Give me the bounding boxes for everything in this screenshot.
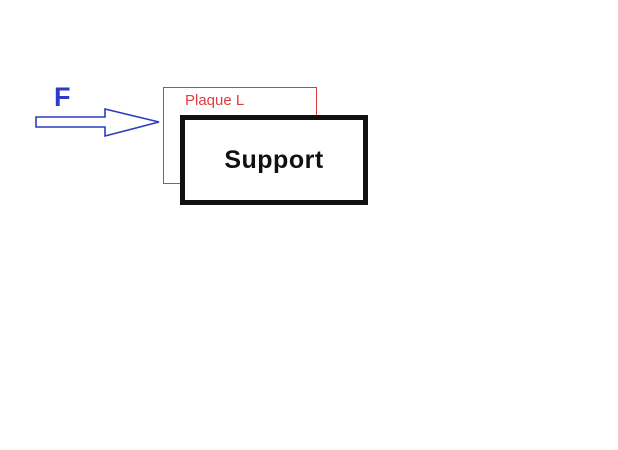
support-box: Support (180, 115, 368, 205)
support-label: Support (224, 145, 324, 174)
force-arrow-icon (35, 107, 160, 138)
plaque-label: Plaque L (185, 92, 245, 109)
force-label: F (54, 82, 71, 112)
